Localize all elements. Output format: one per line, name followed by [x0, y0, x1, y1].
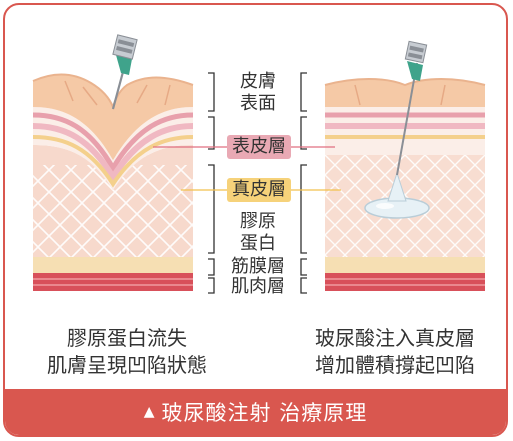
left-fascia-layer [33, 257, 193, 273]
right-skin-block [324, 78, 486, 291]
skin-surface-label-line1: 皮膚 [240, 71, 276, 92]
footer-banner: ▲ 玻尿酸注射 治療原理 [5, 389, 506, 435]
right-caption-line1: 玻尿酸注入真皮層 [315, 326, 475, 350]
collagen-label: 膠原 蛋白 [227, 211, 289, 255]
triangle-up-icon: ▲ [143, 404, 156, 420]
collagen-label-line2: 蛋白 [240, 233, 276, 254]
skin-surface-label: 皮膚 表面 [227, 71, 289, 115]
skin-diagram [32, 34, 486, 294]
footer-title: 玻尿酸注射 治療原理 [161, 401, 368, 425]
epidermis-label: 表皮層 [227, 135, 291, 159]
right-syringe-needle [396, 40, 428, 176]
left-muscle-layer [33, 273, 193, 291]
right-muscle-layer [325, 273, 485, 291]
right-caption-line2: 增加體積撐起凹陷 [315, 353, 475, 377]
skin-surface-label-line2: 表面 [240, 93, 276, 114]
dermis-label: 真皮層 [227, 178, 291, 202]
left-skin-block [32, 73, 194, 291]
right-caption: 玻尿酸注入真皮層 增加體積撐起凹陷 [295, 325, 495, 379]
right-fascia-layer [325, 257, 485, 273]
infographic-card: 皮膚 表面 表皮層 真皮層 膠原 蛋白 筋膜層 肌肉層 膠原蛋白流失 肌膚呈現凹… [3, 3, 508, 437]
collagen-label-line1: 膠原 [240, 211, 276, 232]
left-caption: 膠原蛋白流失 肌膚呈現凹陷狀態 [27, 325, 227, 379]
left-bracket [208, 72, 215, 294]
left-caption-line2: 肌膚呈現凹陷狀態 [47, 353, 207, 377]
fascia-label: 筋膜層 [231, 256, 285, 277]
left-caption-line1: 膠原蛋白流失 [67, 326, 187, 350]
right-bracket [300, 72, 307, 294]
left-syringe-needle [111, 34, 138, 110]
muscle-label: 肌肉層 [231, 276, 285, 297]
